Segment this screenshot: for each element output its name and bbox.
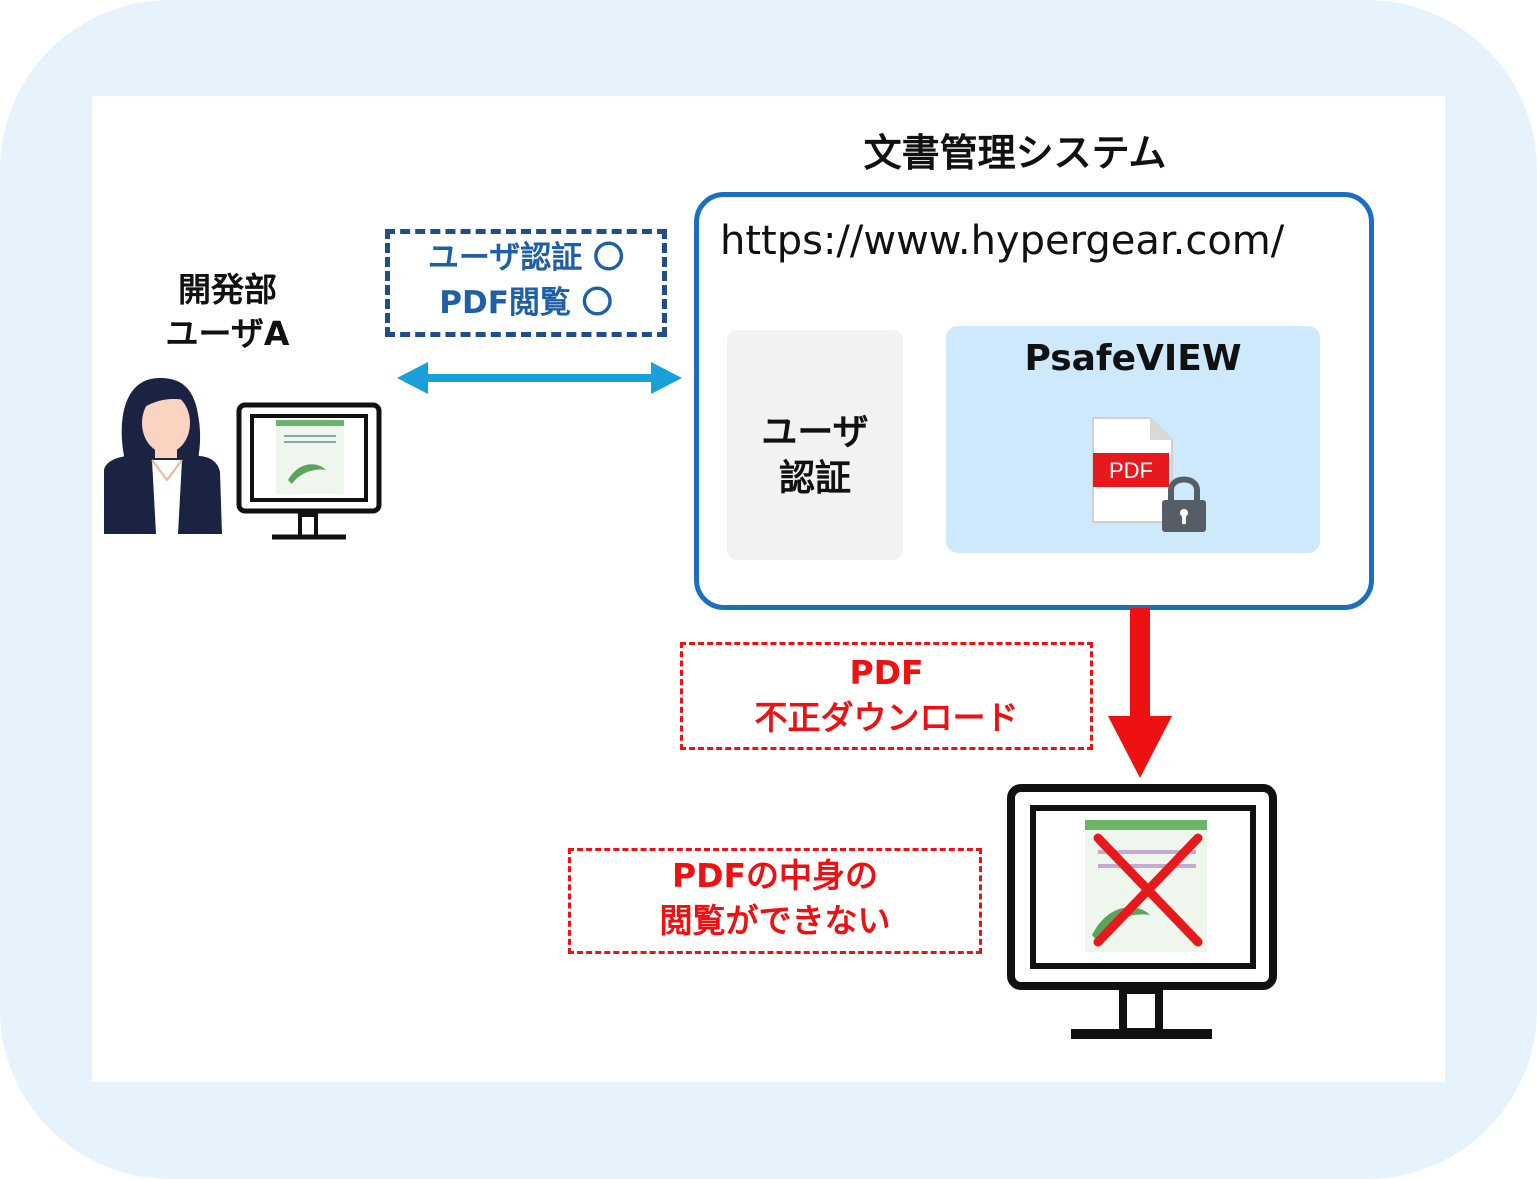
not-viewable-line1: PDFの中身の (671, 856, 879, 895)
attacker-monitor-icon (1007, 784, 1277, 1039)
user-auth-line2: 認証 (778, 458, 851, 499)
user-auth-panel-label: ユーザ 認証 (727, 410, 903, 502)
bidirectional-arrow-icon (397, 362, 682, 394)
not-viewable-text: PDFの中身の 閲覧ができない (568, 853, 982, 943)
not-viewable-line2: 閲覧ができない (659, 901, 891, 940)
illegal-download-text: PDF 不正ダウンロード (680, 650, 1093, 740)
user-department: 開発部 (178, 270, 277, 309)
not-viewable-box (568, 848, 982, 954)
system-url: https://www.hypergear.com/ (720, 218, 1285, 264)
pdf-badge-label: PDF (1109, 458, 1153, 483)
blocked-cross-icon (1093, 833, 1203, 947)
download-arrow-icon (1108, 608, 1172, 778)
user-auth-line1: ユーザ (761, 412, 869, 453)
user-label: 開発部 ユーザA (140, 268, 315, 356)
permission-auth: ユーザ認証 〇 (427, 240, 625, 276)
user-monitor-icon (236, 402, 382, 540)
illegal-download-box (680, 642, 1093, 750)
psafeview-title: PsafeVIEW (1024, 338, 1242, 379)
permission-box (385, 229, 667, 337)
permission-text: ユーザ認証 〇 PDF閲覧 〇 (385, 236, 667, 326)
user-name: ユーザA (165, 314, 290, 353)
illegal-download-line2: 不正ダウンロード (754, 698, 1019, 737)
illegal-download-line1: PDF (849, 653, 924, 692)
user-auth-panel (727, 330, 903, 560)
permission-pdf-view: PDF閲覧 〇 (439, 285, 613, 321)
locked-pdf-icon (1092, 417, 1206, 532)
system-title: 文書管理システム (863, 131, 1167, 175)
person-icon (104, 378, 222, 534)
